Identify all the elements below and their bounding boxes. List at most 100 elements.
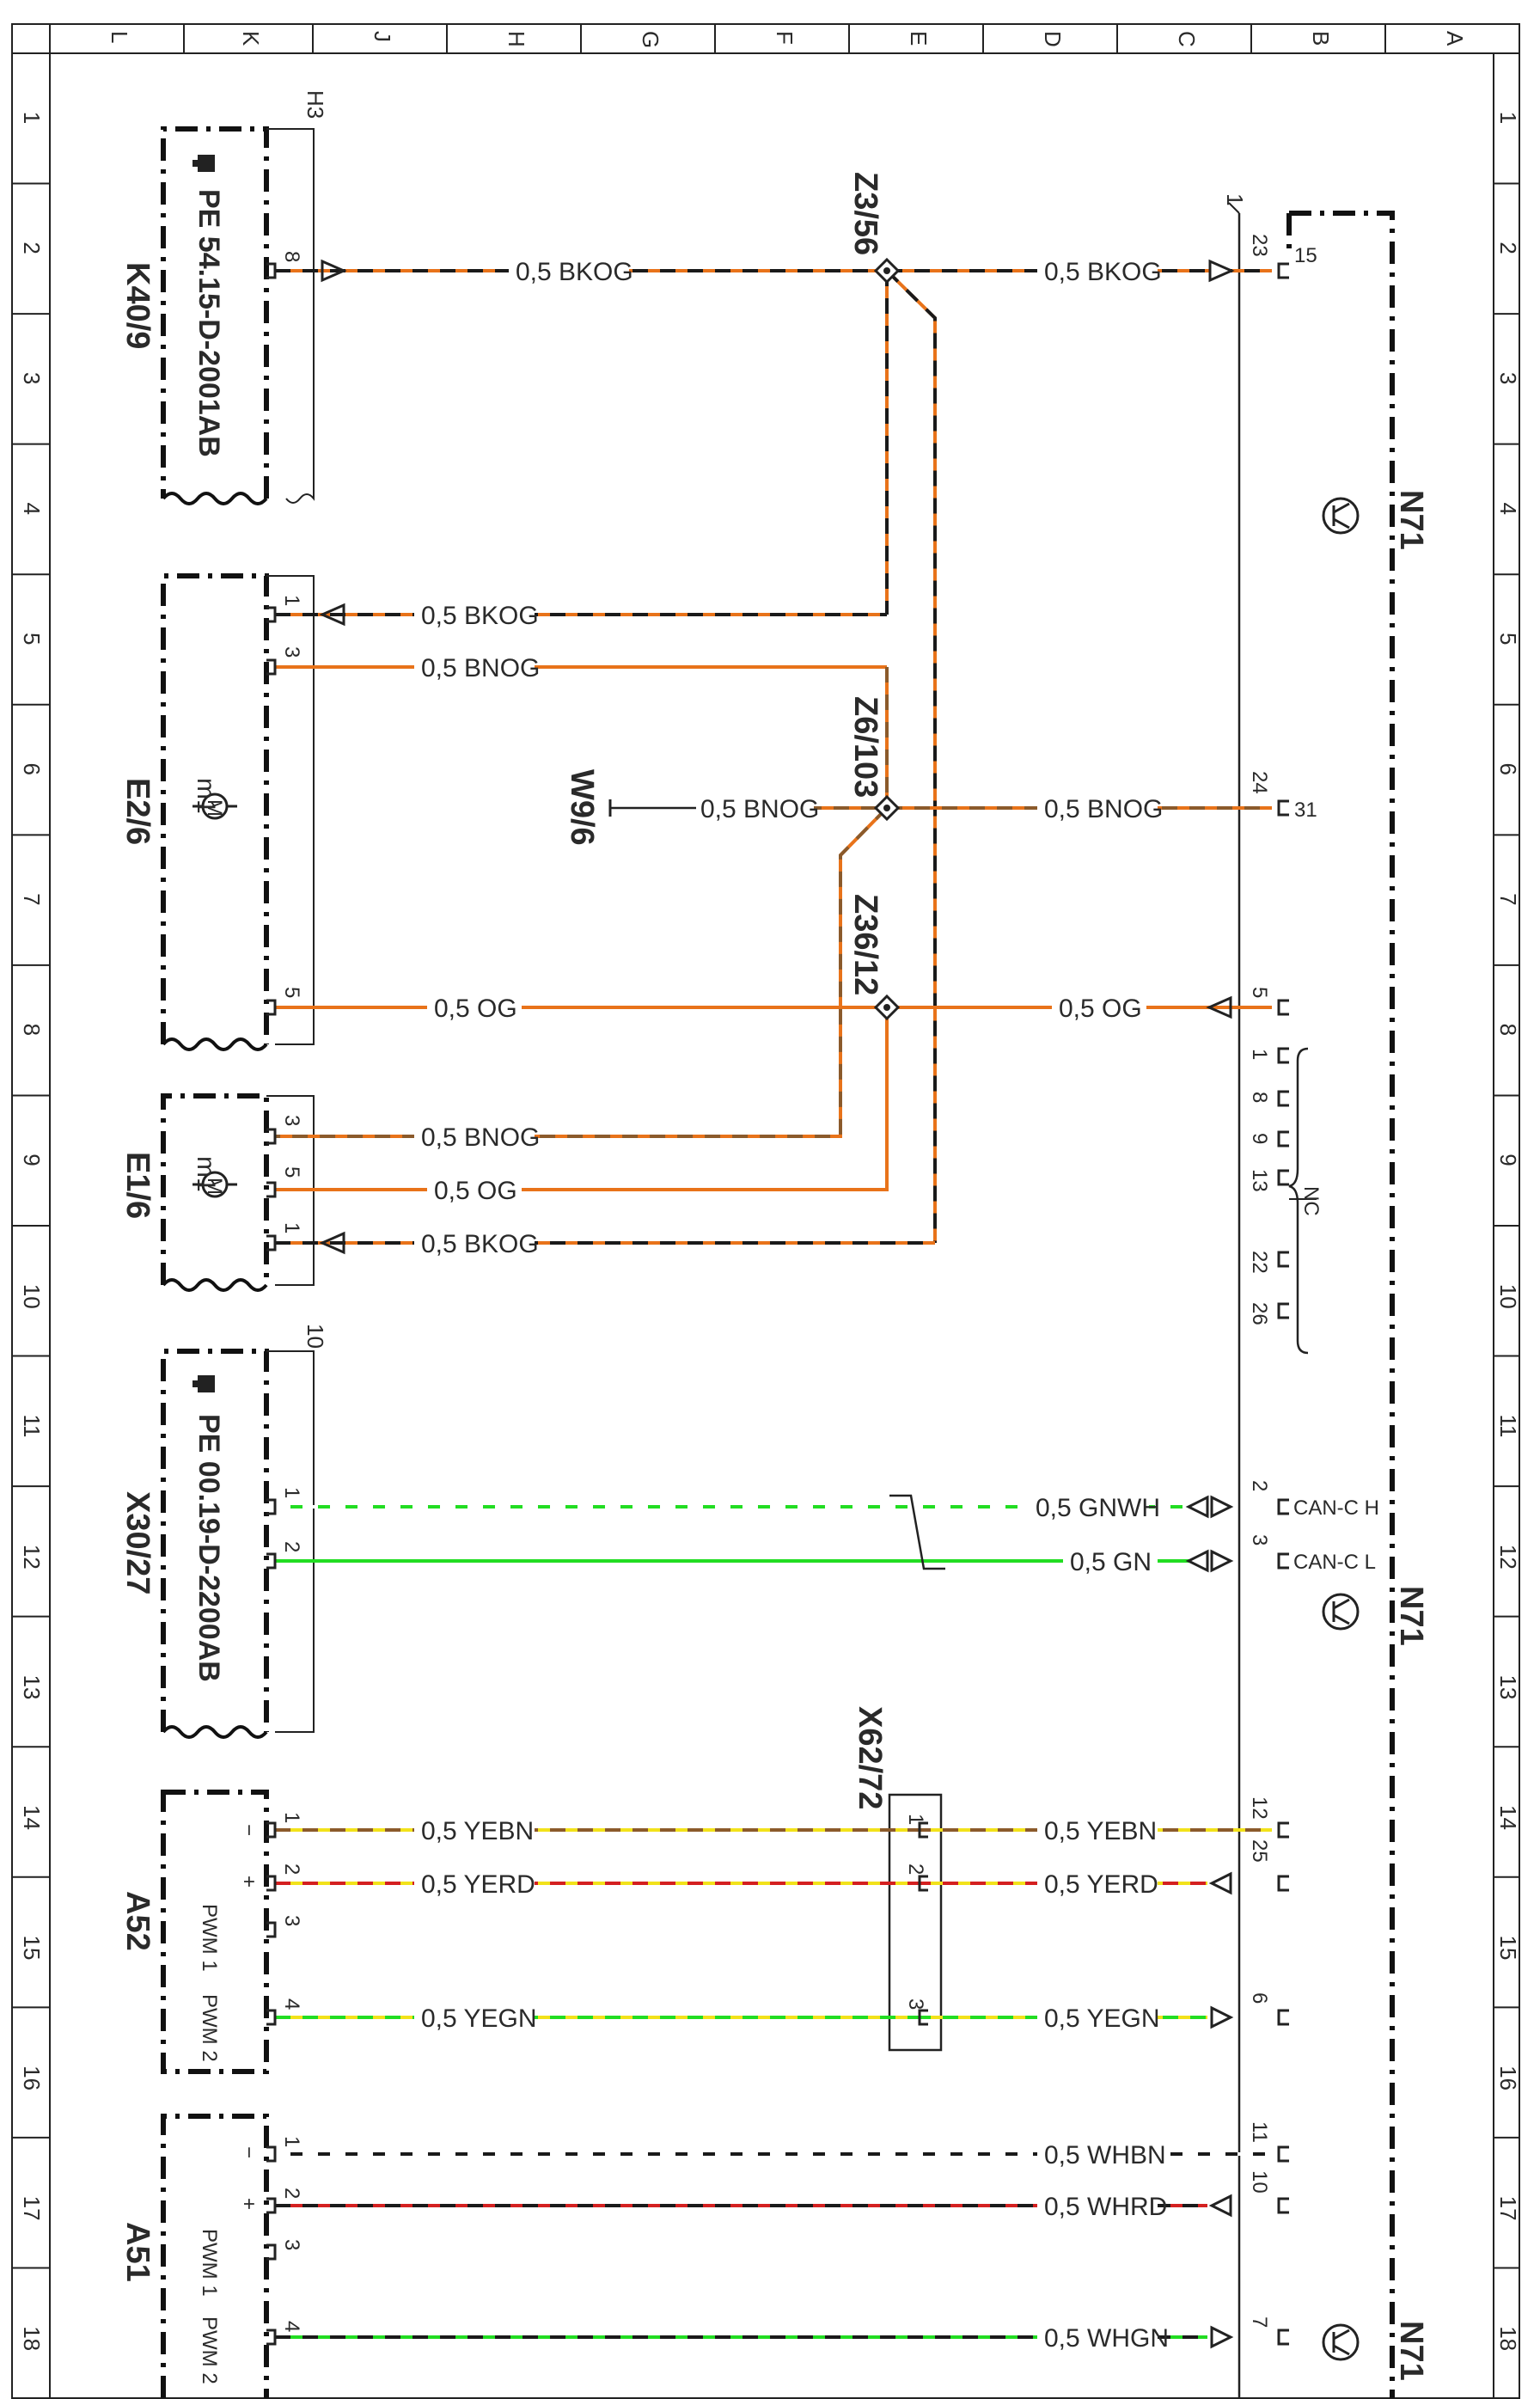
row-number: 8 bbox=[1495, 1024, 1521, 1036]
row-number: 12 bbox=[19, 1545, 45, 1570]
wire-label: 0,5 BKOG bbox=[516, 258, 633, 286]
row-number: 9 bbox=[19, 1154, 45, 1166]
row-number: 9 bbox=[1495, 1154, 1521, 1166]
row-number: 15 bbox=[1495, 1936, 1521, 1961]
row-number: 14 bbox=[19, 1805, 45, 1830]
column-letter: L bbox=[107, 31, 132, 43]
svg-text:3: 3 bbox=[280, 1115, 303, 1126]
svg-text:1: 1 bbox=[280, 1222, 303, 1233]
svg-text:31: 31 bbox=[1294, 799, 1317, 822]
svg-text:6: 6 bbox=[1248, 1992, 1271, 2004]
row-number: 11 bbox=[19, 1414, 45, 1437]
a52-box bbox=[161, 1790, 269, 2074]
x30-27-sheet-ref: 10 bbox=[302, 1324, 328, 1349]
row-number: 4 bbox=[19, 502, 45, 514]
k40-9-ref: PE 54.15-D-2001AB bbox=[192, 189, 225, 457]
svg-text:5: 5 bbox=[1248, 987, 1271, 998]
wire-label: 0,5 YERD bbox=[421, 1870, 535, 1899]
row-number: 6 bbox=[1495, 763, 1521, 775]
wire-label: 0,5 YEGN bbox=[421, 2004, 537, 2033]
svg-text:10: 10 bbox=[1248, 2170, 1271, 2194]
transistor-icon bbox=[1322, 497, 1360, 535]
e1-6-name: E1/6 bbox=[119, 1152, 156, 1219]
wire-label: 0,5 YEBN bbox=[1044, 1817, 1157, 1845]
wire-label: 0,5 BNOG bbox=[421, 654, 540, 682]
wire-label: 0,5 GN bbox=[1070, 1548, 1152, 1576]
row-number: 14 bbox=[1495, 1805, 1521, 1830]
row-number: 10 bbox=[1495, 1284, 1521, 1309]
row-number: 1 bbox=[1495, 112, 1521, 124]
wire-label: 0,5 WHBN bbox=[1044, 2141, 1166, 2170]
k40-9-break bbox=[162, 492, 268, 505]
splice-z6-103-label: Z6/103 bbox=[847, 696, 883, 798]
row-number: 11 bbox=[1495, 1414, 1521, 1437]
svg-text:5: 5 bbox=[280, 987, 303, 998]
svg-text:PWM 2: PWM 2 bbox=[198, 2316, 221, 2384]
column-letter: D bbox=[1040, 31, 1066, 47]
direction-arrows bbox=[319, 259, 1235, 2349]
svg-text:3: 3 bbox=[280, 646, 303, 658]
row-number: 2 bbox=[1495, 242, 1521, 254]
svg-text:1: 1 bbox=[280, 595, 303, 606]
row-number: 16 bbox=[19, 2065, 45, 2090]
nc-brace bbox=[1288, 1047, 1309, 1355]
component-boxes bbox=[161, 126, 1395, 2398]
n71-box bbox=[1289, 211, 1395, 2398]
wire-label: 0,5 OG bbox=[1059, 994, 1142, 1023]
motor-m1-e2-6: M bbox=[192, 793, 237, 820]
e2-6-motor: m1 bbox=[192, 778, 220, 814]
row-number: 13 bbox=[19, 1674, 45, 1699]
svg-text:CAN-C H: CAN-C H bbox=[1293, 1496, 1379, 1520]
row-number: 16 bbox=[1495, 2065, 1521, 2090]
e2-6-name: E2/6 bbox=[119, 778, 156, 845]
svg-text:22: 22 bbox=[1248, 1251, 1271, 1274]
svg-text:24: 24 bbox=[1248, 771, 1271, 794]
n71-name-bot: N71 bbox=[1393, 2321, 1429, 2381]
row-number: 8 bbox=[19, 1024, 45, 1036]
row-number: 18 bbox=[1495, 2326, 1521, 2351]
wire-label: 0,5 BNOG bbox=[1044, 795, 1163, 823]
column-letter: G bbox=[638, 31, 663, 48]
row-number: 5 bbox=[1495, 633, 1521, 645]
labels: K40/9 PE 54.15-D-2001AB H3 E2/6 m1 E1/6 … bbox=[119, 90, 1429, 2384]
a51-box bbox=[161, 2114, 269, 2398]
svg-text:7: 7 bbox=[1248, 2316, 1271, 2328]
x62-72-connector bbox=[888, 1793, 943, 2052]
w9-6-name: W9/6 bbox=[564, 769, 600, 846]
svg-text:3: 3 bbox=[280, 2239, 303, 2250]
k40-9-sheet-ref: H3 bbox=[302, 90, 328, 119]
wire-label: 0,5 OG bbox=[434, 1177, 517, 1205]
row-number: 17 bbox=[1495, 2196, 1521, 2221]
splices bbox=[873, 257, 901, 1021]
svg-text:M: M bbox=[203, 1178, 226, 1195]
pin-stubs bbox=[266, 262, 1289, 2346]
x62-72-name: X62/72 bbox=[852, 1706, 888, 1809]
row-number: 13 bbox=[1495, 1674, 1521, 1699]
svg-text:11: 11 bbox=[1248, 2121, 1271, 2143]
svg-text:26: 26 bbox=[1248, 1302, 1271, 1325]
svg-text:15: 15 bbox=[1294, 244, 1317, 267]
row-number: 7 bbox=[19, 893, 45, 905]
transistor-icon bbox=[1322, 2323, 1360, 2361]
row-number: 1 bbox=[19, 112, 45, 124]
x30-27-name: X30/27 bbox=[119, 1491, 156, 1594]
svg-text:2: 2 bbox=[280, 1864, 303, 1875]
wire-label: 0,5 YEGN bbox=[1044, 2004, 1160, 2033]
svg-text:1: 1 bbox=[1248, 1049, 1271, 1060]
wire-label: 0,5 BKOG bbox=[1044, 258, 1162, 286]
splice-z3-56-label: Z3/56 bbox=[847, 172, 883, 255]
svg-text:PWM 1: PWM 1 bbox=[198, 2229, 221, 2297]
column-letter: K bbox=[238, 31, 264, 46]
svg-text:4: 4 bbox=[280, 2321, 303, 2332]
row-number: 15 bbox=[19, 1936, 45, 1961]
row-number: 3 bbox=[1495, 372, 1521, 384]
svg-text:1: 1 bbox=[280, 2136, 303, 2147]
svg-text:NC: NC bbox=[1299, 1186, 1323, 1216]
row-number: 6 bbox=[19, 763, 45, 775]
svg-text:4: 4 bbox=[280, 1998, 303, 2010]
column-letter: F bbox=[772, 31, 798, 45]
svg-text:23: 23 bbox=[1248, 234, 1271, 257]
